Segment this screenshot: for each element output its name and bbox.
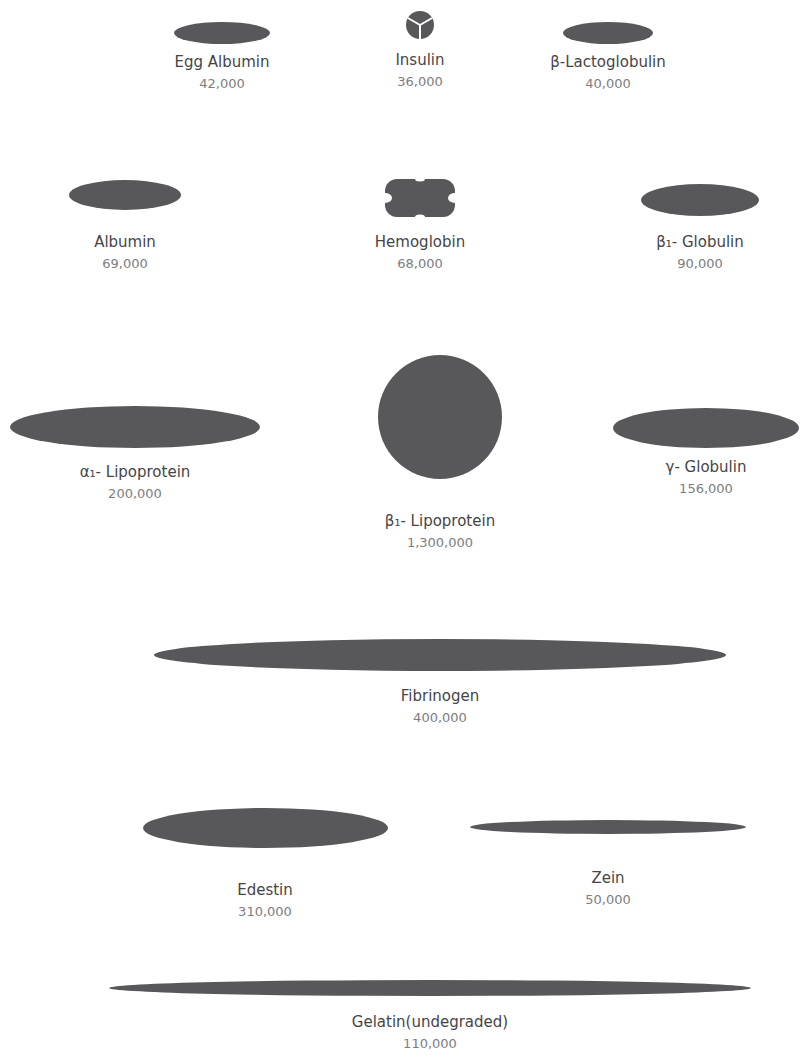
protein-figure <box>143 808 388 848</box>
molecular-weight: 90,000 <box>641 254 759 274</box>
molecular-weight: 110,000 <box>109 1034 751 1054</box>
molecular-weight: 42,000 <box>174 74 270 94</box>
molecular-weight: 40,000 <box>550 74 666 94</box>
protein-figure <box>641 184 759 216</box>
protein-figure <box>10 406 260 448</box>
molecular-weight: 69,000 <box>69 254 181 274</box>
protein-name: Hemoglobin <box>375 232 465 252</box>
protein-shape <box>470 820 746 834</box>
protein-shape <box>378 355 502 479</box>
protein-shape <box>154 639 726 671</box>
protein-name: Albumin <box>69 232 181 252</box>
molecular-weight: 36,000 <box>395 72 444 92</box>
molecular-weight: 1,300,000 <box>378 533 502 553</box>
protein-figure <box>563 22 653 44</box>
protein-name: Gelatin(undegraded) <box>109 1012 751 1032</box>
protein-shape <box>109 980 751 996</box>
hemoglobin-shape <box>378 177 462 220</box>
protein-figure <box>385 179 455 217</box>
protein-node: Egg Albumin42,000 <box>174 22 270 94</box>
molecular-weight: 50,000 <box>470 890 746 910</box>
protein-node: Edestin310,000 <box>143 808 388 922</box>
protein-shape <box>143 808 388 848</box>
protein-shape <box>641 184 759 216</box>
protein-name: α₁- Lipoprotein <box>10 462 260 482</box>
protein-name: Insulin <box>395 50 444 70</box>
protein-node: Zein50,000 <box>470 820 746 910</box>
protein-node: Gelatin(undegraded)110,000 <box>109 980 751 1054</box>
protein-shape <box>69 180 181 210</box>
protein-figure <box>406 11 434 39</box>
protein-figure <box>613 408 799 448</box>
protein-node: Albumin69,000 <box>69 180 181 274</box>
protein-figure <box>69 180 181 210</box>
protein-node: α₁- Lipoprotein200,000 <box>10 406 260 504</box>
protein-node: Insulin36,000 <box>395 11 444 92</box>
protein-name: γ- Globulin <box>613 457 799 477</box>
protein-figure <box>378 355 502 479</box>
protein-figure <box>109 980 751 996</box>
protein-name: Fibrinogen <box>154 686 726 706</box>
molecular-weight: 156,000 <box>613 479 799 499</box>
protein-figure <box>154 639 726 671</box>
molecular-weight: 310,000 <box>143 902 388 922</box>
protein-node: Hemoglobin68,000 <box>375 179 465 274</box>
molecular-weight: 68,000 <box>375 254 465 274</box>
protein-name: Zein <box>470 868 746 888</box>
molecular-weight: 200,000 <box>10 484 260 504</box>
protein-name: β₁- Lipoprotein <box>378 511 502 531</box>
protein-figure <box>174 22 270 44</box>
protein-node: Fibrinogen400,000 <box>154 639 726 728</box>
protein-shape <box>10 406 260 448</box>
protein-node: β-Lactoglobulin40,000 <box>550 22 666 94</box>
protein-name: β-Lactoglobulin <box>550 52 666 72</box>
protein-shape <box>613 408 799 448</box>
protein-name: β₁- Globulin <box>641 232 759 252</box>
protein-shape <box>174 22 270 44</box>
insulin-shape <box>406 11 434 39</box>
protein-shape <box>563 22 653 44</box>
protein-name: Edestin <box>143 880 388 900</box>
molecular-weight: 400,000 <box>154 708 726 728</box>
protein-node: β₁- Lipoprotein1,300,000 <box>378 355 502 553</box>
protein-node: β₁- Globulin90,000 <box>641 184 759 274</box>
protein-name: Egg Albumin <box>174 52 270 72</box>
protein-figure <box>470 820 746 834</box>
protein-node: γ- Globulin156,000 <box>613 408 799 499</box>
